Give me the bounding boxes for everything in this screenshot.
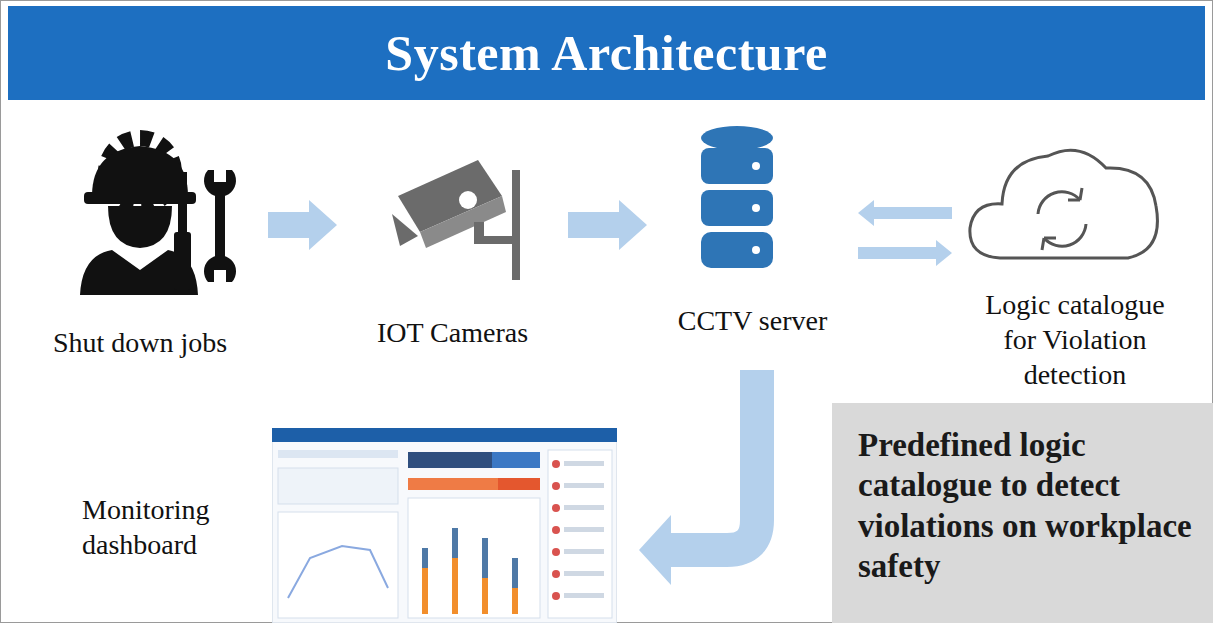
flow-arrow (858, 200, 952, 266)
arrow-shape (568, 200, 647, 250)
camera-node: IOT Cameras (345, 120, 560, 350)
title-band: System Architecture (8, 6, 1205, 100)
arrow-shape (268, 200, 337, 250)
worker-icon (80, 138, 236, 295)
server-node: CCTV server (655, 110, 850, 338)
node-label: IOT Cameras (377, 315, 528, 350)
camera-icon (392, 160, 520, 280)
job-node: Shut down jobs (20, 120, 260, 360)
note-text: Predefined logic catalogue to detect vio… (858, 425, 1193, 586)
node-label: Monitoring dashboard (82, 492, 257, 562)
node-label: Shut down jobs (53, 325, 227, 360)
dashboard-screenshot (272, 428, 617, 623)
arrow-shape (858, 240, 952, 266)
arrow-shaft (669, 370, 757, 550)
arrow-shape (639, 515, 671, 585)
flow-arrow (639, 370, 757, 585)
note-box: Predefined logic catalogue to detect vio… (832, 403, 1213, 623)
node-label: CCTV server (678, 303, 828, 338)
node-label: Logic catalogue for Violation detection (968, 287, 1183, 392)
arrow-shape (858, 200, 952, 226)
dashboard-node: Monitoring dashboard (70, 420, 615, 623)
flow-arrow (268, 200, 337, 250)
cloud-icon (970, 150, 1158, 258)
database-icon (701, 126, 773, 268)
cloud-node: Logic catalogue for Violation detection (960, 120, 1190, 392)
title-text: System Architecture (385, 24, 827, 82)
flow-arrow (568, 200, 647, 250)
